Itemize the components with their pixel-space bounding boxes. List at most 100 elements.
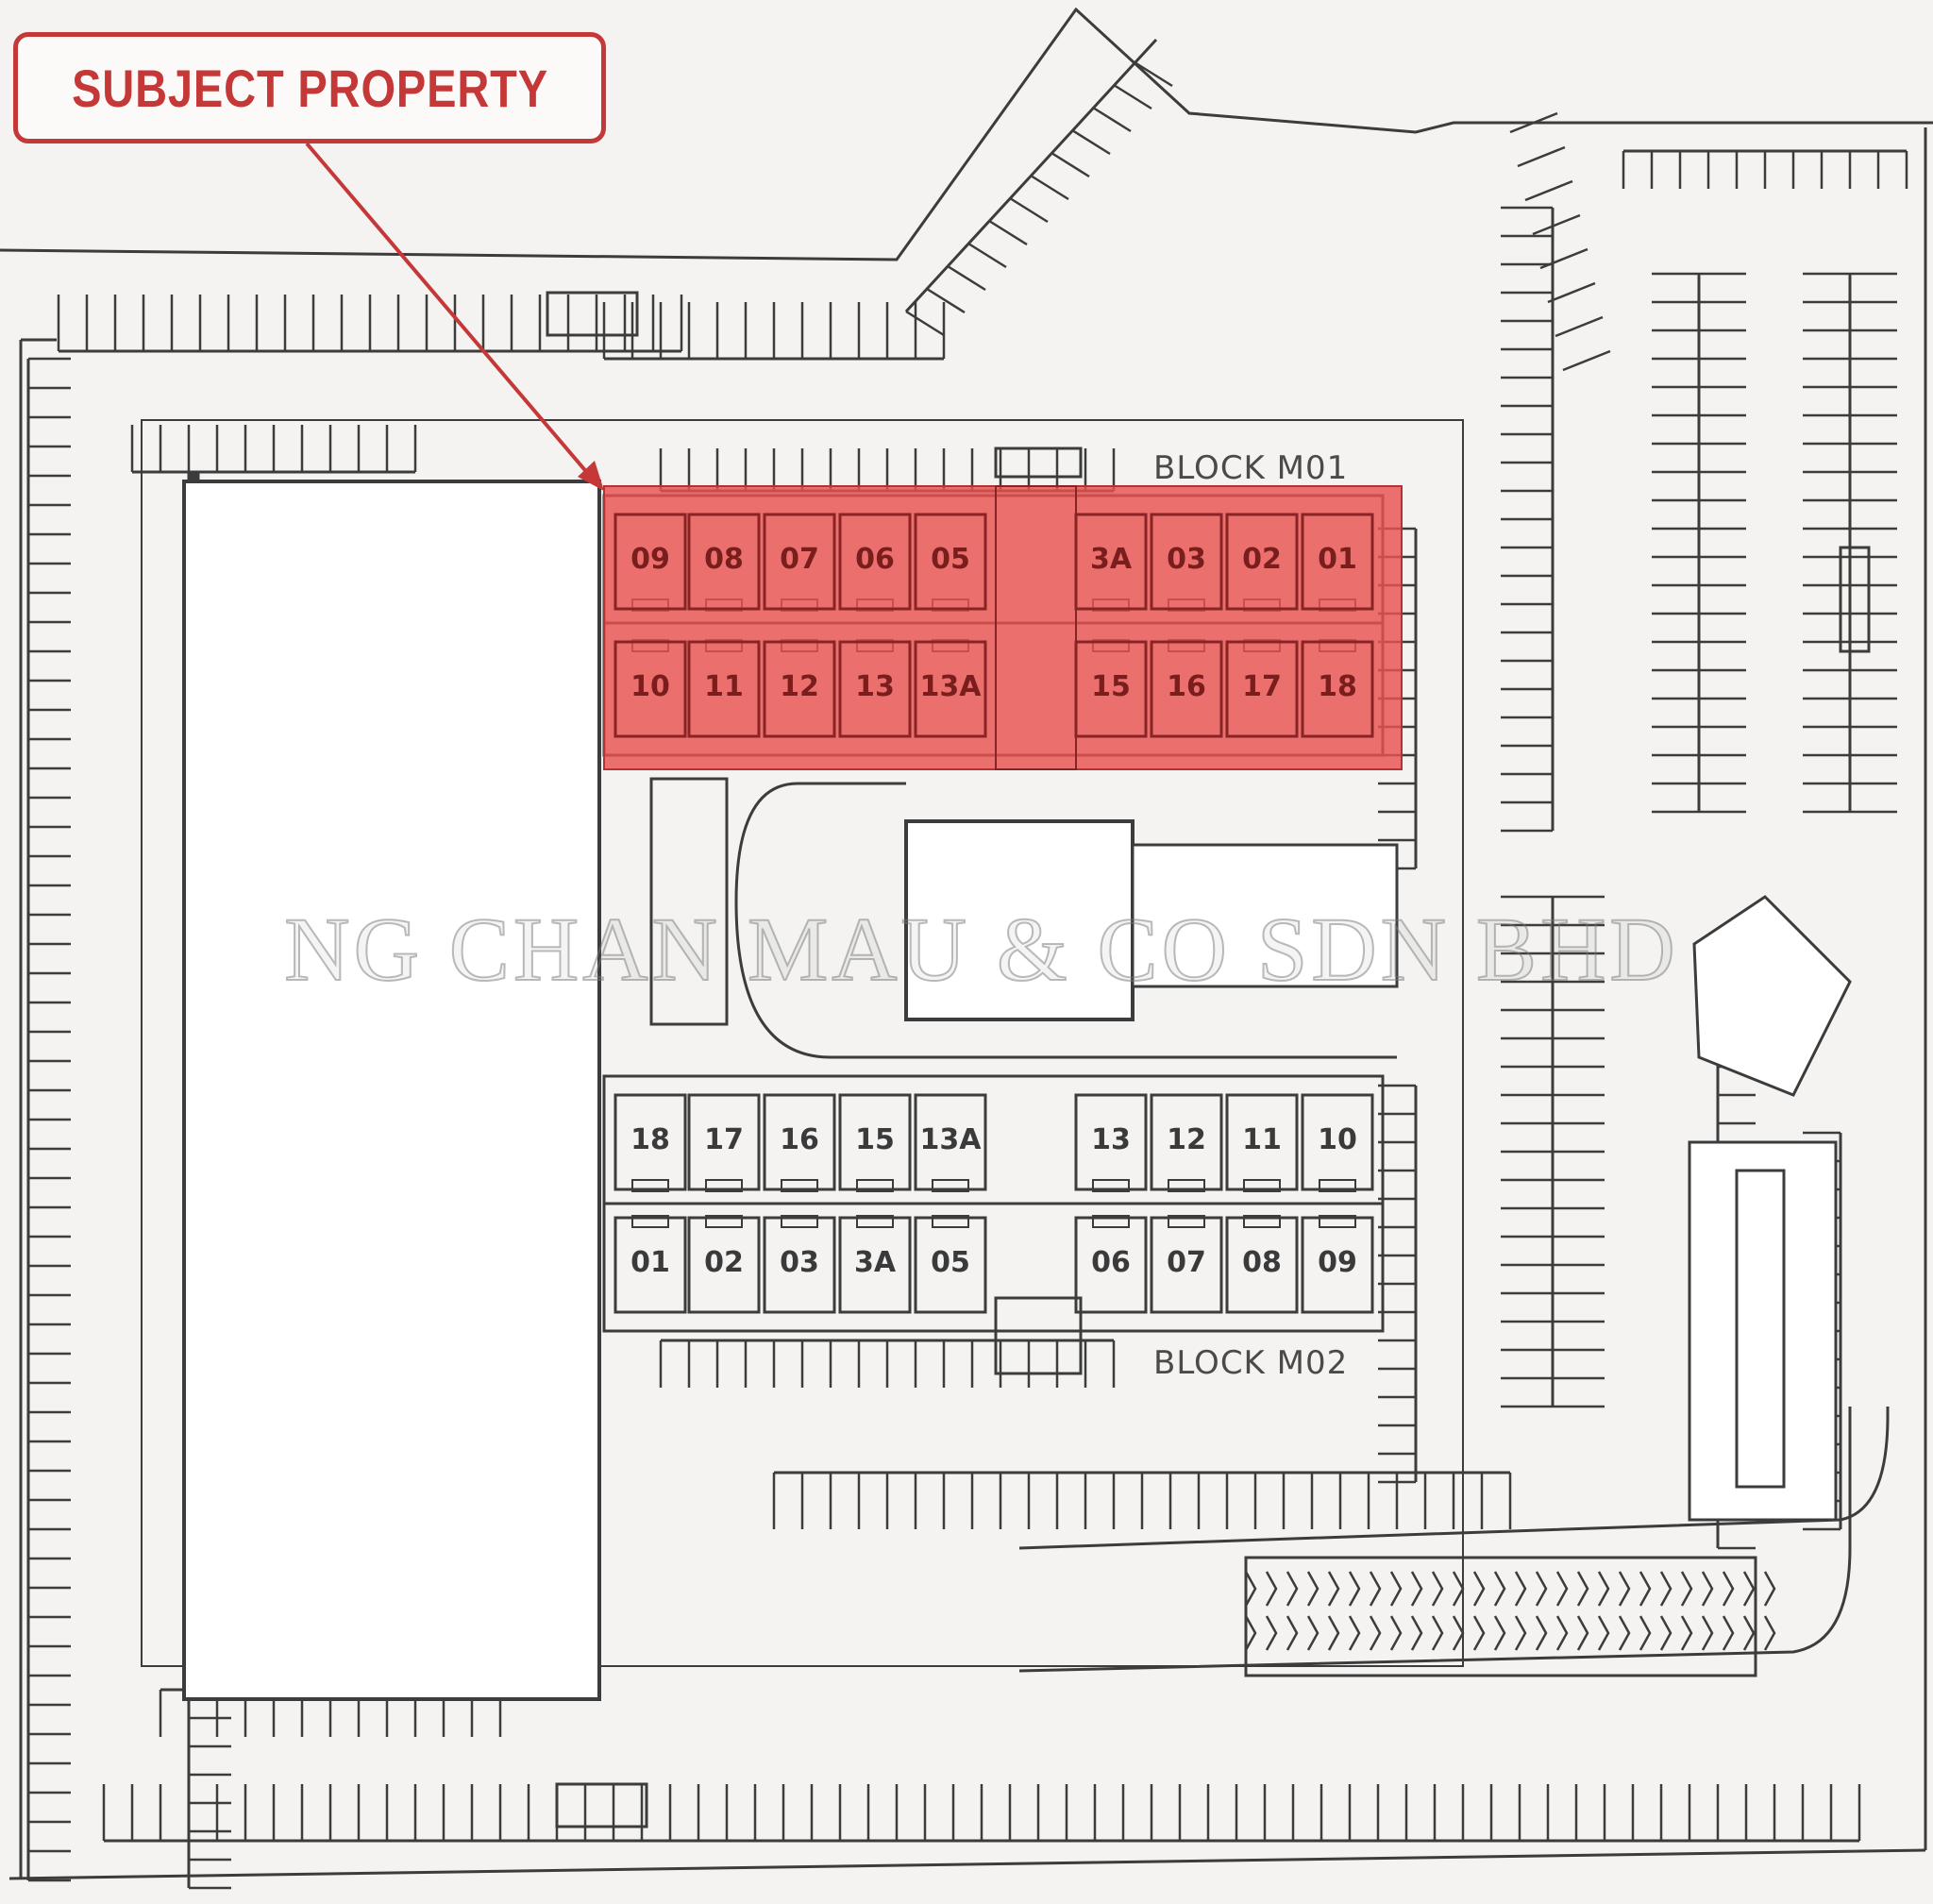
parking-stall-line	[1509, 111, 1558, 134]
chevron-mark	[1431, 1615, 1444, 1651]
highlighted-unit-box	[614, 513, 687, 611]
chevron-mark	[1555, 1571, 1569, 1607]
chevron-mark	[1618, 1571, 1631, 1607]
chevron-mark	[1597, 1571, 1610, 1607]
chevron-mark	[1452, 1571, 1465, 1607]
parking-column	[1378, 1084, 1418, 1484]
parking-stall-line	[1555, 315, 1604, 338]
parking-double-column	[1652, 272, 1746, 814]
chevron-mark	[1639, 1615, 1652, 1651]
block-m02-unit-box	[614, 1216, 687, 1314]
highlighted-unit-box	[687, 640, 761, 738]
chevron-mark	[1535, 1615, 1548, 1651]
chevron-mark	[1410, 1615, 1423, 1651]
chevron-mark	[1389, 1615, 1403, 1651]
drop-off-loop	[734, 782, 1397, 1059]
block-m02-unit-number: 08	[1242, 1246, 1282, 1279]
chevron-mark	[1369, 1615, 1382, 1651]
parking-stall-line	[1134, 60, 1173, 88]
chevron-mark	[1244, 1615, 1257, 1651]
highlighted-unit-box	[763, 640, 836, 738]
block-m02-unit-box	[763, 1216, 836, 1314]
parking-stall-line	[1539, 247, 1588, 270]
parking-row	[102, 1784, 1861, 1843]
block-m02-unit-door	[1243, 1179, 1281, 1192]
highlighted-unit-box	[1150, 640, 1223, 738]
chevron-mark	[1472, 1571, 1486, 1607]
chevron-mark	[1576, 1615, 1589, 1651]
highlighted-unit-box	[1301, 513, 1374, 611]
block-m02-unit-door	[1092, 1179, 1130, 1192]
block-m02-unit-door	[1092, 1215, 1130, 1228]
chevron-mark	[1410, 1571, 1423, 1607]
block-m02-unit-door	[1319, 1179, 1356, 1192]
block-m02-unit-box	[914, 1216, 987, 1314]
large-building-footprint	[182, 480, 601, 1701]
block-m02-unit-box	[1301, 1093, 1374, 1191]
parking-stall-line	[1071, 128, 1111, 156]
block-m02-entrance	[994, 1296, 1083, 1375]
block-m01-unit-number: 15	[1091, 670, 1131, 703]
chevron-mark	[1514, 1571, 1527, 1607]
block-m02-unit-door	[631, 1179, 669, 1192]
chevron-mark	[1555, 1615, 1569, 1651]
chevron-mark	[1286, 1615, 1299, 1651]
block-m01-unit-number: 03	[1167, 543, 1206, 576]
parking-stall-line	[1532, 213, 1581, 236]
curved-lane	[1018, 1407, 1890, 1677]
block-m02-unit-box	[1150, 1093, 1223, 1191]
chevron-mark	[1389, 1571, 1403, 1607]
block-label-m01: BLOCK M01	[1153, 449, 1349, 487]
block-m01-unit-number: 06	[855, 543, 895, 576]
block-m02-unit-door	[1319, 1215, 1356, 1228]
block-m02-unit-door	[1168, 1215, 1205, 1228]
block-m01-unit-number: 11	[704, 670, 744, 703]
parking-row	[57, 295, 683, 353]
site-outline	[0, 7, 1933, 1880]
angled-kiosk	[1692, 895, 1852, 1097]
highlighted-unit-box	[1150, 513, 1223, 611]
block-m02-unit-number: 10	[1318, 1123, 1357, 1156]
subject-property-highlight-fill	[603, 485, 1403, 770]
block-m01-unit-number: 13A	[919, 670, 982, 703]
chevron-mark	[1472, 1615, 1486, 1651]
highlighted-unit-box	[838, 513, 912, 611]
block-m02-unit-number: 09	[1318, 1246, 1357, 1279]
parking-stall-line	[926, 287, 966, 314]
highlighted-unit-box	[763, 513, 836, 611]
chevron-mark	[1306, 1571, 1319, 1607]
block-m02-block	[602, 1074, 1385, 1333]
callout-arrow	[305, 142, 604, 491]
block-m01-unit-number: 02	[1242, 543, 1282, 576]
block-m01-entrance	[994, 447, 1083, 479]
chevron-mark	[1597, 1615, 1610, 1651]
block-m02-unit-box	[1225, 1216, 1299, 1314]
block-m02-unit-number: 06	[1091, 1246, 1131, 1279]
chevron-mark	[1742, 1615, 1756, 1651]
block-m02-unit-number: 07	[1167, 1246, 1206, 1279]
chevron-mark	[1639, 1571, 1652, 1607]
block-m02-unit-number: 13	[1091, 1123, 1131, 1156]
chevron-mark	[1327, 1571, 1340, 1607]
block-m02-unit-door	[932, 1179, 969, 1192]
chevron-mark	[1493, 1571, 1506, 1607]
block-m02-unit-door	[705, 1215, 743, 1228]
block-m02-unit-door	[856, 1215, 894, 1228]
chevron-mark	[1327, 1615, 1340, 1651]
chevron-mark	[1244, 1571, 1257, 1607]
building-footprints	[182, 291, 1852, 1828]
watermark: NG CHAN MAU & CO SDN BHD	[283, 898, 1679, 1001]
parking-row-edge	[904, 38, 1158, 313]
block-m01-unit-number: 3A	[1089, 543, 1133, 576]
small-structure	[546, 291, 639, 337]
chevron-mark	[1763, 1615, 1776, 1651]
parking-stall-line	[905, 310, 945, 337]
subject-property-callout: SUBJECT PROPERTY	[13, 32, 606, 143]
block-m01-unit-number: 17	[1242, 670, 1282, 703]
right-building-core	[1735, 1169, 1786, 1489]
block-m01-unit-number: 10	[630, 670, 670, 703]
block-m02-unit-box	[1074, 1093, 1148, 1191]
chevron-mark	[1286, 1571, 1299, 1607]
chevron-mark	[1452, 1615, 1465, 1651]
